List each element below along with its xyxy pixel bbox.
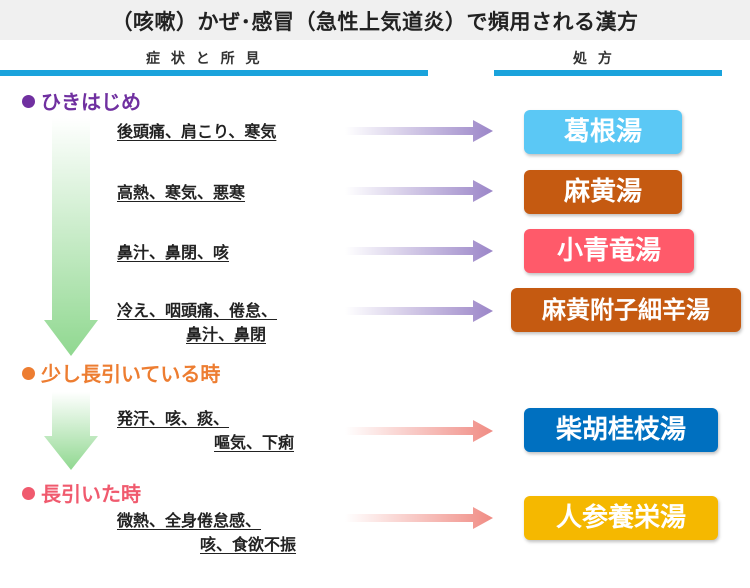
prescription-maobushisaishinto: 麻黄附子細辛湯 xyxy=(511,288,741,332)
symptoms-header: 症 状 と 所 見 xyxy=(146,51,263,67)
symptoms-header-line xyxy=(0,70,428,76)
arrow-purple-icon xyxy=(345,120,493,142)
symptom-ninjinyoeito-line2: 咳、食欲不振 xyxy=(200,535,297,554)
arrow-purple-icon xyxy=(345,300,493,322)
arrow-purple-icon xyxy=(345,180,493,202)
stage-lingering-bullet xyxy=(22,367,35,380)
stage-prolonged-label: 長引いた時 xyxy=(41,482,141,506)
arrow-red-icon xyxy=(345,507,493,529)
arrow-red-icon xyxy=(345,420,493,442)
symptom-maoto: 高熱、寒気、悪寒 xyxy=(117,183,246,202)
symptom-shoseiryuto: 鼻汁、鼻閉、咳 xyxy=(117,243,230,262)
page-title: （咳嗽）かぜ･感冒（急性上気道炎）で頻用される漢方 xyxy=(111,10,639,34)
symptom-ninjinyoeito-line1: 微熱、全身倦怠感、 xyxy=(117,511,262,530)
title-bar xyxy=(0,0,750,40)
stage-early-bullet xyxy=(22,95,35,108)
arrow-purple-icon xyxy=(345,240,493,262)
stage2-progress-arrow xyxy=(44,392,98,470)
prescription-shoseiryuto: 小青竜湯 xyxy=(524,229,694,273)
stage1-progress-arrow xyxy=(44,118,98,356)
stage-early-label: ひきはじめ xyxy=(41,90,141,114)
stage-early: ひきはじめ xyxy=(22,86,141,115)
symptom-kakkonto: 後頭痛、肩こり、寒気 xyxy=(117,122,277,141)
symptom-saikokeishito-line2: 嘔気、下痢 xyxy=(214,433,295,452)
stage-prolonged: 長引いた時 xyxy=(22,478,141,507)
prescription-header-line xyxy=(494,70,722,76)
prescription-saikokeishito: 柴胡桂枝湯 xyxy=(524,408,718,452)
stage-prolonged-bullet xyxy=(22,487,35,500)
symptom-maobushisaishinto-line1: 冷え、咽頭痛、倦怠、 xyxy=(117,301,278,320)
prescription-header: 処 方 xyxy=(573,51,615,67)
stage-lingering: 少し長引いている時 xyxy=(22,358,220,387)
prescription-maoto: 麻黄湯 xyxy=(524,170,682,214)
symptom-saikokeishito-line1: 発汗、咳、痰、 xyxy=(117,409,230,428)
symptom-maobushisaishinto-line2: 鼻汁、鼻閉 xyxy=(186,325,267,344)
prescription-kakkonto: 葛根湯 xyxy=(524,110,682,154)
stage-lingering-label: 少し長引いている時 xyxy=(41,362,221,386)
prescription-ninjinyoeito: 人参養栄湯 xyxy=(524,496,718,540)
